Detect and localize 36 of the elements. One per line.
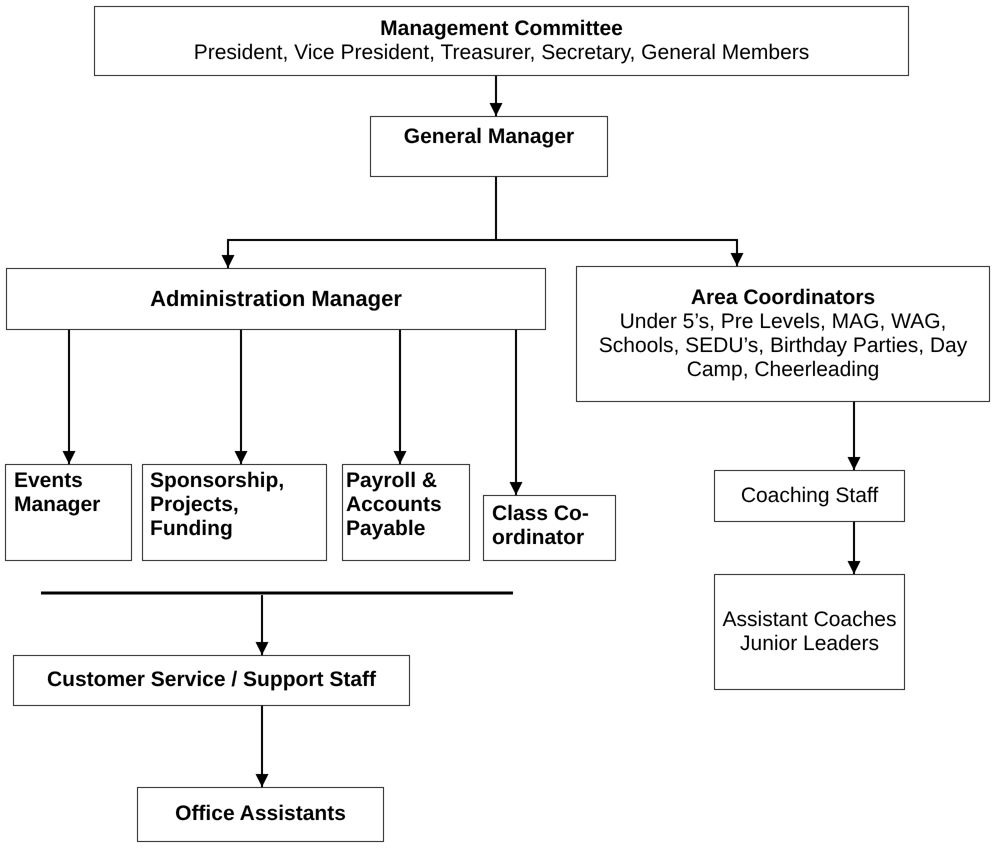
- heading-text: Sponsorship, Projects, Funding: [150, 469, 286, 542]
- body-text: Assistant Coaches Junior Leaders: [722, 608, 898, 656]
- arrow: [62, 330, 76, 464]
- org-box: [370, 116, 608, 177]
- arrow: [848, 402, 860, 470]
- body-text: President, Vice President, Treasurer, Secretary, General Members: [192, 41, 810, 66]
- org-box: [137, 787, 384, 842]
- org-box: [94, 6, 909, 76]
- heading-text: Payroll & Accounts Payable: [346, 469, 443, 542]
- arrow: [394, 330, 406, 464]
- arrow: [848, 522, 860, 574]
- org-box: [714, 574, 905, 690]
- heading-text: Class Co-ordinator: [492, 502, 590, 550]
- arrow: [510, 330, 522, 495]
- heading-text: General Manager: [402, 125, 576, 150]
- org-box: [714, 470, 905, 522]
- org-box: [13, 655, 410, 706]
- heading-text: Administration Manager: [149, 286, 403, 312]
- heading-text: Office Assistants: [174, 802, 347, 827]
- org-box: [483, 495, 616, 561]
- org-box: [142, 464, 327, 561]
- arrow: [234, 330, 248, 464]
- arrow: [495, 177, 744, 266]
- org-box: [6, 268, 546, 330]
- arrow: [256, 706, 268, 787]
- heading-text: Customer Service / Support Staff: [46, 668, 378, 693]
- org-box: [5, 464, 132, 561]
- org-box: [342, 464, 470, 561]
- body-text: Under 5’s, Pre Levels, MAG, WAG, Schools, SEDU’s, Birthday Parties, Day Camp, Cheerleading: [598, 310, 968, 382]
- heading-text: Events Manager: [14, 469, 102, 518]
- arrow: [256, 595, 268, 655]
- arrow: [490, 76, 502, 116]
- body-text: Coaching Staff: [740, 484, 880, 508]
- org-box: [576, 266, 990, 402]
- heading-text: Management Committee: [379, 16, 624, 41]
- heading-text: Area Coordinators: [690, 286, 876, 310]
